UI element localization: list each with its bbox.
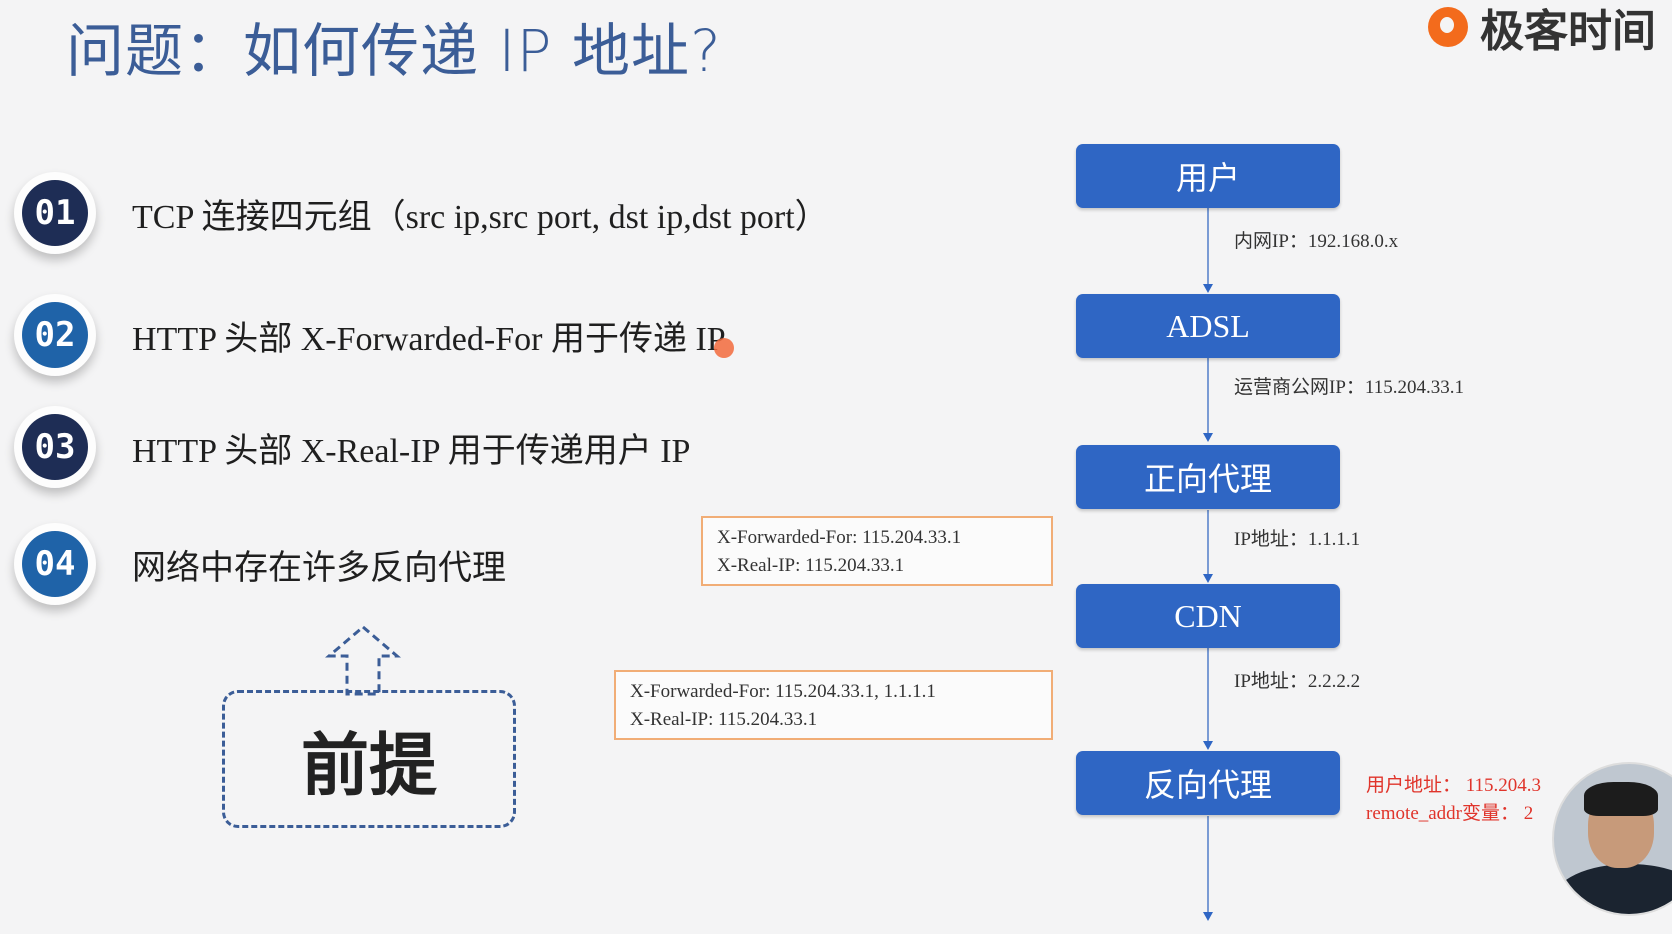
edge-label-proxy-ip: IP地址：1.1.1.1 bbox=[1234, 529, 1361, 550]
header-line-xrealip: X-Real-IP: 115.204.33.1 bbox=[630, 709, 818, 730]
edge-label-cdn-ip: IP地址：2.2.2.2 bbox=[1234, 671, 1361, 692]
up-arrow-icon bbox=[325, 625, 401, 696]
note-user-address: 用户地址： 115.204.3 bbox=[1366, 775, 1542, 796]
header-line-xff: X-Forwarded-For: 115.204.33.1, 1.1.1.1 bbox=[630, 681, 936, 702]
badge-number: 01 bbox=[22, 180, 88, 246]
reverse-proxy-note: 用户地址： 115.204.3 remote_addr变量： 2 bbox=[1366, 772, 1541, 828]
edge-label-intranet-ip: 内网IP：192.168.0.x bbox=[1234, 231, 1399, 252]
number-badge: 01 bbox=[14, 172, 96, 254]
badge-number: 03 bbox=[22, 414, 88, 480]
list-item-text: HTTP 头部 X-Forwarded-For 用于传递 IP bbox=[132, 320, 726, 358]
list-item-text: HTTP 头部 X-Real-IP 用于传递用户 IP bbox=[132, 432, 691, 470]
flow-node-cdn: CDN bbox=[1076, 584, 1340, 648]
flow-node-adsl: ADSL bbox=[1076, 294, 1340, 358]
header-box-forward-proxy: X-Forwarded-For: 115.204.33.1 X-Real-IP:… bbox=[701, 516, 1053, 586]
header-box-cdn: X-Forwarded-For: 115.204.33.1, 1.1.1.1 X… bbox=[614, 670, 1053, 740]
number-badge: 03 bbox=[14, 406, 96, 488]
premise-box: 前提 bbox=[222, 690, 516, 828]
laser-pointer bbox=[714, 338, 734, 358]
flow-node-reverse-proxy: 反向代理 bbox=[1076, 751, 1340, 815]
edge-label-isp-ip: 运营商公网IP：115.204.33.1 bbox=[1234, 377, 1464, 398]
list-item-01: 01 TCP 连接四元组（src ip,src port, dst ip,dst… bbox=[14, 172, 829, 254]
list-item-02: 02 HTTP 头部 X-Forwarded-For 用于传递 IP bbox=[14, 294, 726, 376]
number-badge: 04 bbox=[14, 523, 96, 605]
brand-logo: 极客时间 bbox=[1428, 0, 1656, 57]
list-item-text: 网络中存在许多反向代理 bbox=[132, 549, 506, 587]
number-badge: 02 bbox=[14, 294, 96, 376]
note-remote-addr: remote_addr变量： 2 bbox=[1366, 803, 1534, 824]
header-line-xff: X-Forwarded-For: 115.204.33.1 bbox=[717, 527, 962, 548]
slide-title: 问题：如何传递 IP 地址? bbox=[66, 17, 722, 85]
list-item-text: TCP 连接四元组（src ip,src port, dst ip,dst po… bbox=[132, 198, 829, 236]
flow-node-user: 用户 bbox=[1076, 144, 1340, 208]
brand-name: 极客时间 bbox=[1480, 6, 1656, 57]
badge-number: 02 bbox=[22, 302, 88, 368]
list-item-03: 03 HTTP 头部 X-Real-IP 用于传递用户 IP bbox=[14, 406, 690, 488]
list-item-04: 04 网络中存在许多反向代理 bbox=[14, 523, 506, 605]
badge-number: 04 bbox=[22, 531, 88, 597]
header-line-xrealip: X-Real-IP: 115.204.33.1 bbox=[717, 555, 905, 576]
flow-node-forward-proxy: 正向代理 bbox=[1076, 445, 1340, 509]
brand-logo-icon bbox=[1428, 7, 1468, 47]
